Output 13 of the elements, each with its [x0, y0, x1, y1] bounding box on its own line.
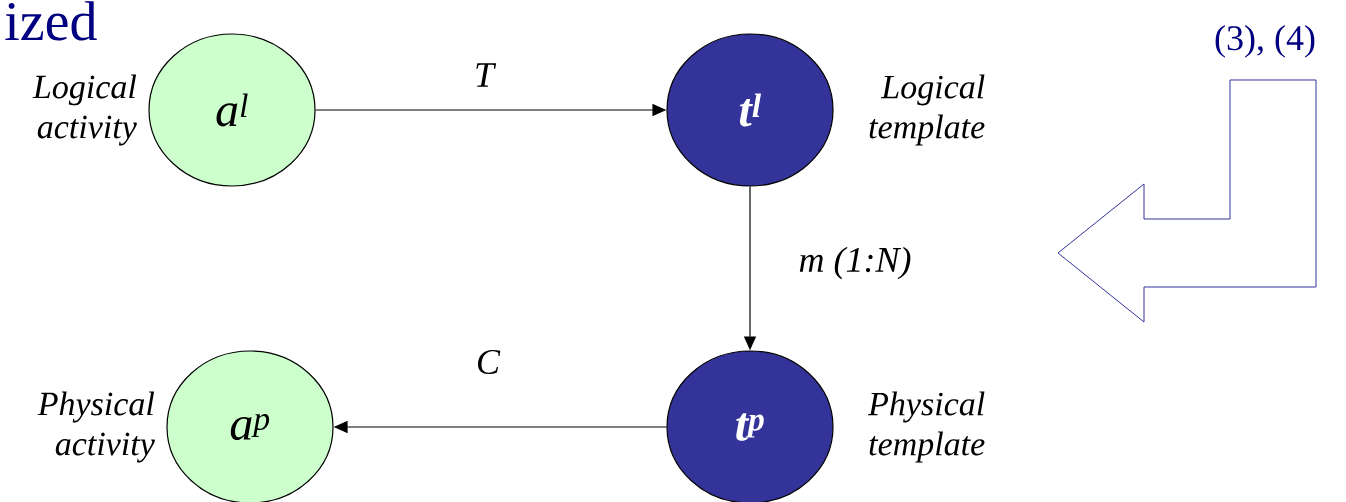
- node-caption: Logical template: [869, 74, 985, 146]
- circle-node: a$^{l}$: [148, 33, 316, 187]
- node-caption: Physical activity: [37, 391, 155, 463]
- node-caption: Physical template: [867, 391, 985, 463]
- circle-node: a$^{p}$: [166, 350, 334, 502]
- arrow-label: (3), (4): [1215, 25, 1315, 58]
- node-caption: Logical activity: [32, 74, 137, 146]
- edge-label: C: [474, 347, 502, 377]
- title: ized: [5, 1, 97, 41]
- edge-label: T: [472, 61, 497, 89]
- edge-label: m (1:N): [796, 244, 914, 282]
- circle-node: t$^{p}$: [666, 350, 834, 502]
- circle-node: t$^{l}$: [666, 33, 834, 187]
